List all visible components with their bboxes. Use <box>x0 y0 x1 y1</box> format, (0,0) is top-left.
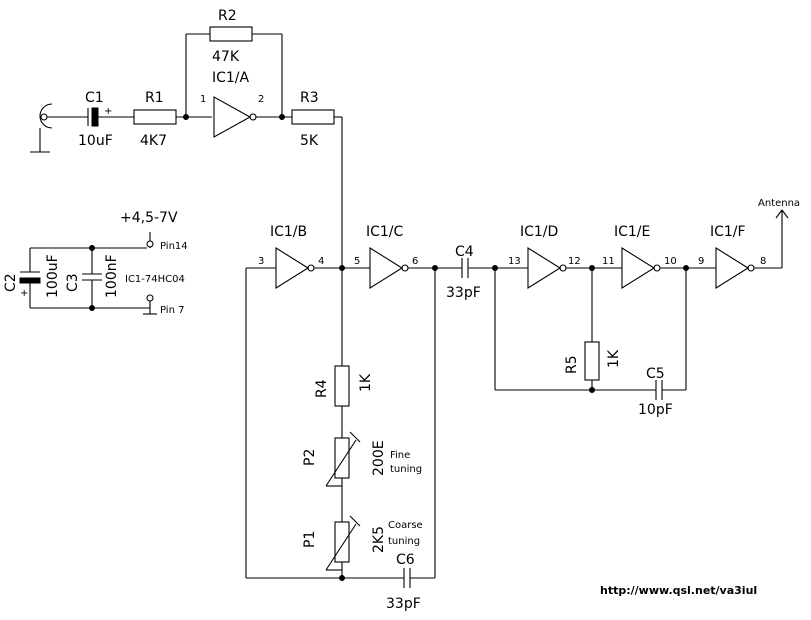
c2-polarity: + <box>20 288 28 299</box>
c3-value: 100nF <box>104 254 120 298</box>
antenna-icon <box>775 209 789 219</box>
capacitor-c4 <box>461 258 469 278</box>
capacitor-c5 <box>655 380 663 400</box>
ic1e-pin-out: 10 <box>664 256 677 267</box>
ic1a-pin-out: 2 <box>258 94 264 105</box>
c3-name: C3 <box>65 273 81 292</box>
inverter-ic1e <box>621 247 661 289</box>
c6-name: C6 <box>396 552 415 568</box>
ic1b-name: IC1/B <box>270 224 307 240</box>
c1-polarity: + <box>104 106 112 117</box>
r5-name: R5 <box>564 355 580 374</box>
power-supply-label: +4,5-7V <box>120 210 178 226</box>
ic1e-name: IC1/E <box>614 224 650 240</box>
ic1f-name: IC1/F <box>710 224 746 240</box>
pin14-label: Pin14 <box>160 241 188 252</box>
ic1c-name: IC1/C <box>366 224 404 240</box>
ic1a-name: IC1/A <box>212 70 250 86</box>
p2-note-line1: Fine <box>390 450 410 461</box>
c5-value: 10pF <box>638 402 673 418</box>
r2-value: 47K <box>212 49 240 65</box>
p2-name: P2 <box>302 449 318 466</box>
ic1d-pin-out: 12 <box>568 256 581 267</box>
ic1b-pin-in: 3 <box>258 256 264 267</box>
p1-note-line1: Coarse <box>388 520 423 531</box>
r2-name: R2 <box>218 8 237 24</box>
r4-name: R4 <box>314 379 330 398</box>
capacitor-c2 <box>19 248 41 308</box>
input-connector <box>30 103 88 153</box>
resistor-r4 <box>334 365 350 407</box>
c1-name: C1 <box>85 90 104 106</box>
r1-name: R1 <box>145 90 164 106</box>
r3-value: 5K <box>300 133 319 149</box>
capacitor-c1 <box>87 107 134 127</box>
p2-note-line2: tuning <box>390 464 422 475</box>
c4-name: C4 <box>455 244 474 260</box>
ic1f-pin-out: 8 <box>760 256 766 267</box>
resistor-r1 <box>133 109 177 125</box>
antenna-label: Antenna <box>758 198 800 209</box>
inverter-ic1b <box>275 247 315 289</box>
resistor-r3 <box>291 109 335 125</box>
potentiometer-p1 <box>325 515 361 571</box>
ic1b-pin-out: 4 <box>318 256 324 267</box>
r3-name: R3 <box>300 90 319 106</box>
r1-value: 4K7 <box>140 133 167 149</box>
c5-name: C5 <box>646 366 665 382</box>
capacitor-c3 <box>82 248 102 308</box>
ic1d-name: IC1/D <box>520 224 558 240</box>
inverter-ic1d <box>527 247 567 289</box>
pin7-label: Pin 7 <box>160 305 184 316</box>
c2-name: C2 <box>3 273 19 292</box>
ic1f-pin-in: 9 <box>698 256 704 267</box>
potentiometer-p2 <box>325 431 361 487</box>
ic1d-pin-in: 13 <box>508 256 521 267</box>
c2-value: 100uF <box>45 254 61 298</box>
p1-name: P1 <box>302 531 318 548</box>
p1-value: 2K5 <box>371 526 387 553</box>
inverter-ic1a <box>213 96 257 138</box>
c1-value: 10uF <box>78 133 113 149</box>
resistor-r5 <box>584 341 600 381</box>
p1-note-line2: tuning <box>388 536 420 547</box>
r4-value: 1K <box>358 373 374 392</box>
capacitor-c6 <box>403 568 411 588</box>
r5-value: 1K <box>606 349 622 368</box>
c4-value: 33pF <box>446 285 481 301</box>
inverter-ic1c <box>369 247 409 289</box>
c6-value: 33pF <box>386 596 421 612</box>
inverter-ic1f <box>715 247 755 289</box>
source-url: http://www.qsl.net/va3iul <box>600 584 757 597</box>
ic1c-pin-out: 6 <box>412 256 418 267</box>
ic1e-pin-in: 11 <box>602 256 615 267</box>
p2-value: 200E <box>371 440 387 476</box>
resistor-r2 <box>209 26 253 42</box>
chip-label: IC1-74HC04 <box>125 274 185 285</box>
ic1c-pin-in: 5 <box>354 256 360 267</box>
ic1a-pin-in: 1 <box>200 94 206 105</box>
